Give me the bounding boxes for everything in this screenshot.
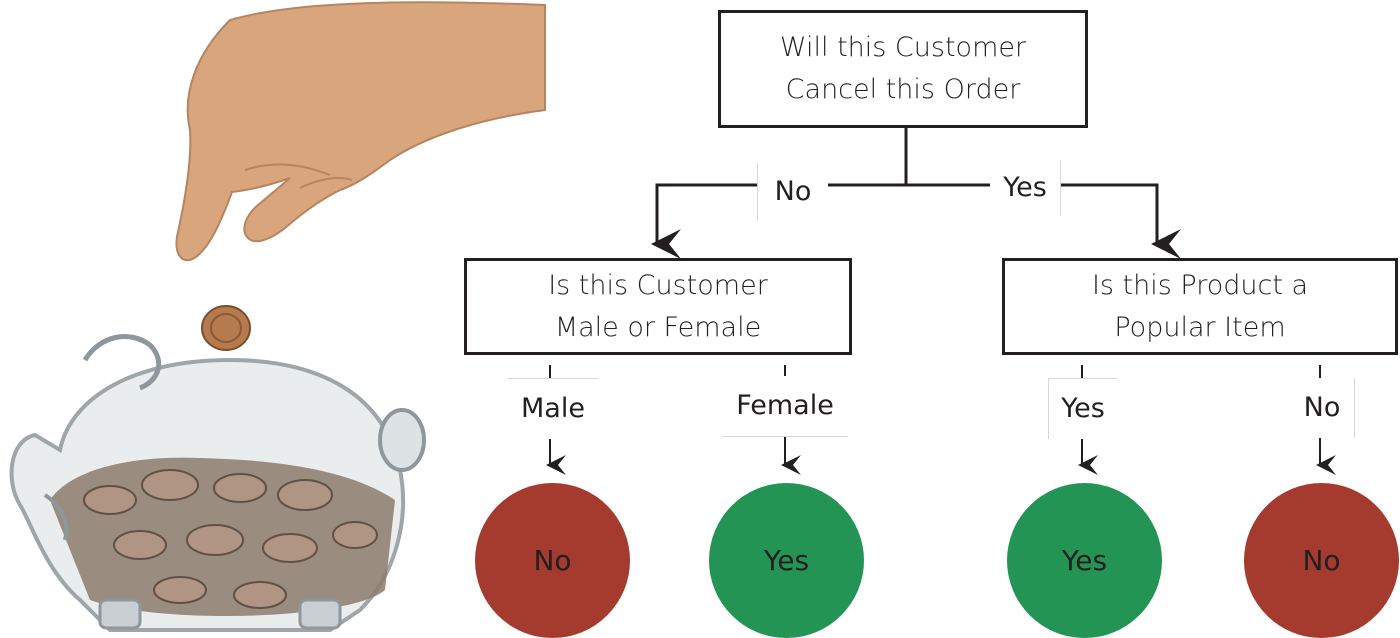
edge-label-female: Female	[722, 376, 848, 437]
root-question-line1: Will this Customer	[779, 32, 1027, 63]
leaf-outcome-no: No	[1244, 483, 1399, 638]
gender-question-line2: Male or Female	[554, 311, 762, 343]
root-question-node: Will this Customer Cancel this Order	[718, 10, 1088, 128]
edge-label-yes: Yes	[990, 160, 1061, 216]
piggy-bank-icon	[9, 334, 426, 632]
edge-label-no: No	[757, 164, 828, 220]
leaf-outcome-no: No	[475, 483, 630, 638]
gender-question-node: Is this Customer Male or Female	[464, 258, 852, 355]
popularity-question-line2: Popular Item	[1114, 311, 1286, 343]
root-question-line2: Cancel this Order	[785, 74, 1021, 105]
hand-icon	[175, 1, 546, 262]
edge-label-male: Male	[508, 378, 598, 439]
leaf-outcome-yes: Yes	[709, 483, 864, 638]
leaf-outcome-yes: Yes	[1007, 483, 1162, 638]
edge-label-popular-yes: Yes	[1048, 378, 1117, 439]
edge-label-popular-no: No	[1290, 378, 1355, 438]
piggy-bank-illustration	[9, 1, 546, 632]
gender-question-line1: Is this Customer	[548, 269, 768, 301]
popularity-question-line1: Is this Product a	[1091, 269, 1309, 301]
edge-yes	[906, 183, 1181, 259]
coin-icon	[201, 305, 251, 351]
popularity-question-node: Is this Product a Popular Item	[1002, 258, 1398, 355]
